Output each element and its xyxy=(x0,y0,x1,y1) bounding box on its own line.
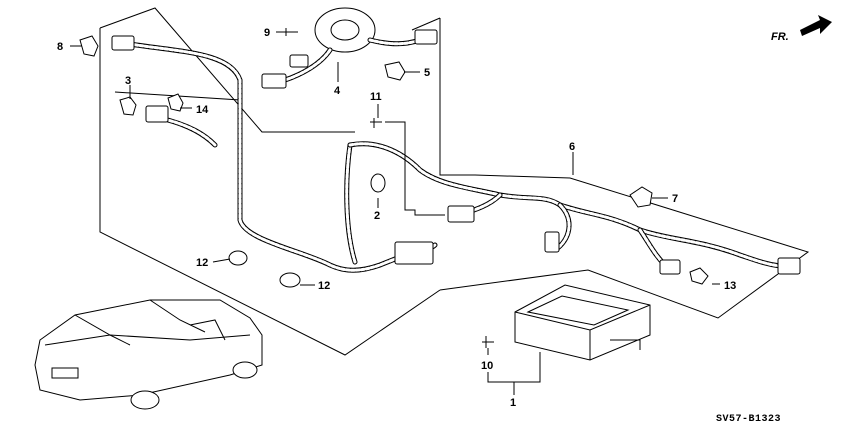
clamp-part-12-left xyxy=(228,250,248,266)
bolt-part-11 xyxy=(370,118,382,128)
clip-part-13 xyxy=(689,267,709,285)
connector-left-end xyxy=(111,35,135,51)
screw-part-9 xyxy=(284,28,298,36)
bolt-part-10 xyxy=(482,336,494,348)
callout-5: 5 xyxy=(424,67,430,79)
clip-part-3 xyxy=(119,96,137,116)
srs-unit xyxy=(514,284,651,361)
callout-10: 10 xyxy=(481,360,493,372)
clip-part-5 xyxy=(384,61,406,81)
connector-branch-1 xyxy=(544,231,560,253)
connector-center-lower xyxy=(394,241,434,265)
callout-4: 4 xyxy=(334,85,341,97)
callout-1: 1 xyxy=(510,397,516,409)
assembly-outline-left xyxy=(99,7,441,356)
callout-7: 7 xyxy=(672,193,678,205)
callout-9: 9 xyxy=(264,27,270,39)
callout-12-right: 12 xyxy=(318,280,330,292)
callout-6: 6 xyxy=(569,141,575,153)
leader-lines xyxy=(70,31,720,395)
callout-2: 2 xyxy=(374,210,380,222)
callout-8: 8 xyxy=(57,41,63,53)
clip-part-14 xyxy=(167,93,184,112)
callout-13: 13 xyxy=(724,280,736,292)
callout-14: 14 xyxy=(196,104,209,116)
clip-part-7 xyxy=(629,186,653,208)
callout-3: 3 xyxy=(125,75,131,87)
drawing-code: SV57-B1323 xyxy=(716,414,781,425)
vehicle-silhouette xyxy=(34,299,263,410)
front-direction-label: FR. xyxy=(771,31,789,43)
clamp-part-2 xyxy=(370,173,386,193)
connector-part-14 xyxy=(145,105,169,123)
connector-right-end xyxy=(777,257,801,275)
clamp-part-12-right xyxy=(279,272,301,288)
connector-center xyxy=(447,205,475,223)
cable-reel xyxy=(261,7,438,89)
callout-11: 11 xyxy=(370,91,382,103)
callout-numbers: 8 3 14 9 4 5 11 2 6 7 12 12 13 10 1 xyxy=(57,27,736,409)
front-arrow-icon xyxy=(800,15,832,36)
callout-12-left: 12 xyxy=(196,257,208,269)
clip-part-8 xyxy=(79,35,99,57)
front-direction-indicator: FR. xyxy=(771,15,832,43)
harness-connectors xyxy=(111,35,801,275)
main-wire-harness xyxy=(127,41,783,273)
small-parts xyxy=(79,28,709,348)
assembly-outline-right xyxy=(411,17,810,319)
connector-branch-2 xyxy=(659,259,681,275)
